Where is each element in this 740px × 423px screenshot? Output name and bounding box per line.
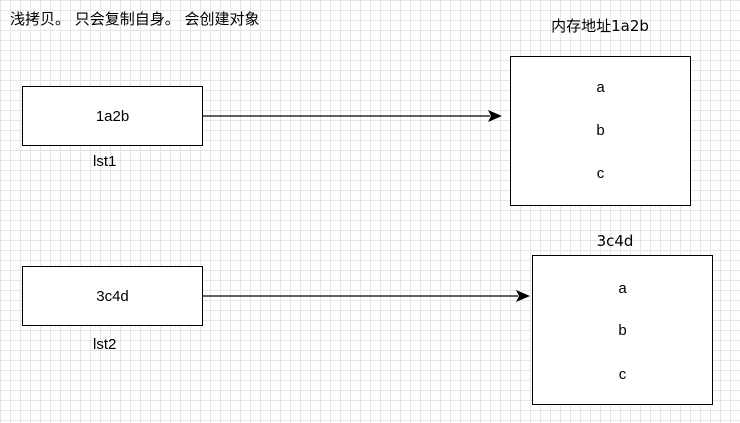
variable-box-lst2: 3c4d	[22, 266, 203, 326]
diagram-title: 浅拷贝。 只会复制自身。 会创建对象	[10, 10, 260, 28]
memory-item: b	[596, 122, 605, 139]
memory-block-3c4d: a b c	[532, 255, 713, 405]
variable-box-lst1: 1a2b	[22, 86, 203, 146]
variable-name-lst1: lst1	[93, 153, 117, 170]
memory-block-1a2b: a b c	[510, 56, 691, 206]
memory-caption-1a2b: 内存地址1a2b	[551, 17, 649, 35]
arrow-lst1-to-memory	[203, 110, 502, 122]
variable-address-lst1: 1a2b	[95, 107, 130, 125]
variable-name-lst2: lst2	[93, 336, 117, 353]
arrow-lst2-to-memory	[203, 290, 530, 302]
memory-item: c	[596, 165, 605, 182]
memory-item: a	[596, 79, 605, 96]
memory-caption-3c4d: 3c4d	[596, 232, 634, 250]
memory-item: a	[618, 280, 627, 297]
memory-item: b	[618, 322, 627, 339]
memory-item: c	[618, 366, 627, 383]
variable-address-lst2: 3c4d	[96, 287, 129, 305]
